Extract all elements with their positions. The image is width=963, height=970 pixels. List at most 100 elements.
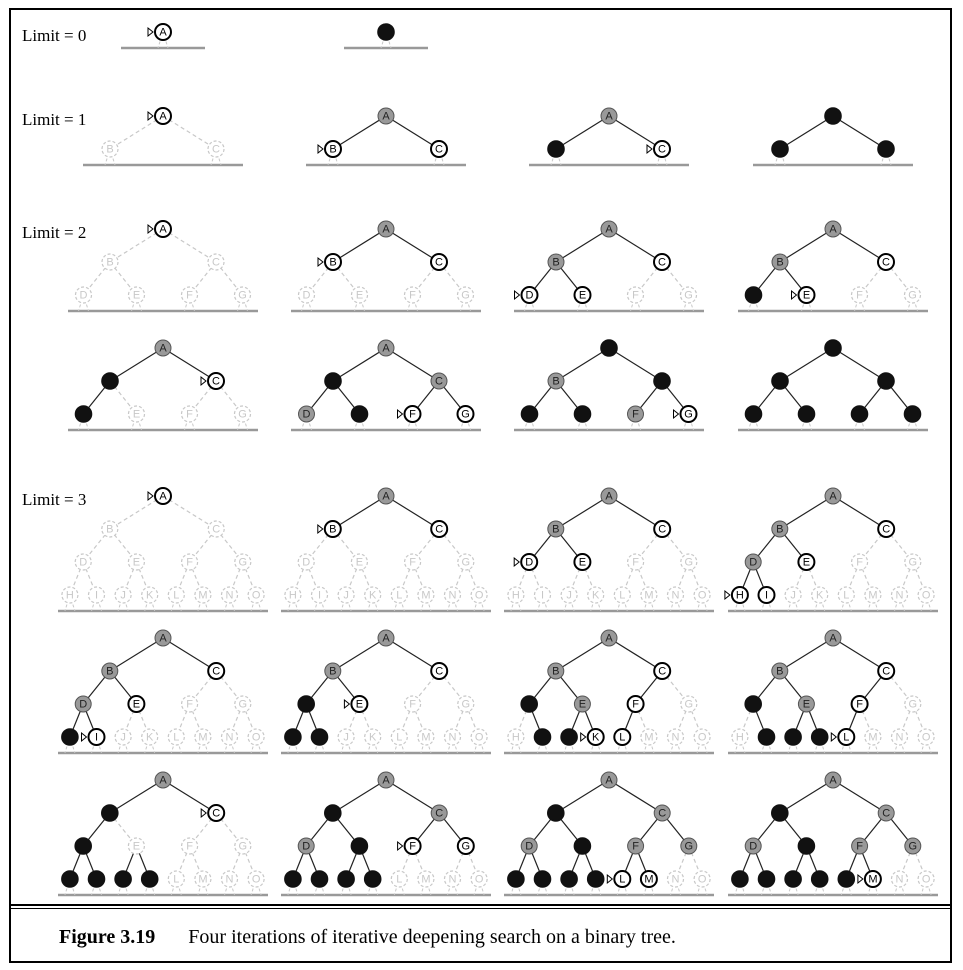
- tree-edge: [555, 637, 610, 672]
- tree-node-N: [890, 586, 909, 604]
- tree-node-label-B: B: [329, 257, 336, 269]
- tree-node-label-B: B: [552, 257, 559, 269]
- tree-node-A: [600, 107, 618, 125]
- tree-node-N: [890, 728, 909, 746]
- tree-node-label-N: N: [226, 590, 234, 602]
- tree-node-label-L: L: [619, 732, 625, 744]
- tree-node-O: [470, 870, 488, 888]
- tree-node-F: [180, 286, 199, 304]
- next-expand-arrow-icon: [147, 223, 154, 235]
- next-expand-arrow-icon: [200, 375, 207, 387]
- tree-node-D: [744, 837, 762, 855]
- tree-edge: [779, 228, 834, 263]
- tree-node-G: [456, 837, 475, 855]
- tree-node-label-O: O: [698, 732, 707, 744]
- tree-node-label-A: A: [382, 224, 390, 236]
- tree-node-label-E: E: [579, 699, 586, 711]
- tree-node-label-G: G: [238, 409, 247, 421]
- tree-node-label-M: M: [868, 590, 877, 602]
- tree-node-N: [443, 870, 462, 888]
- tree-node-J: [114, 870, 132, 888]
- tree-node-E: [127, 286, 146, 304]
- tree-node-L: [167, 728, 185, 746]
- tree-node-L: [390, 586, 408, 604]
- tree-node-F: [403, 405, 422, 423]
- tree-node-A: [377, 629, 395, 647]
- tree-node-label-C: C: [212, 144, 220, 156]
- tree-node-label-J: J: [343, 590, 349, 602]
- tree-node-E: [127, 553, 145, 571]
- tree-node-C: [877, 140, 895, 158]
- tree-node-C: [430, 662, 449, 680]
- tree-node-label-N: N: [672, 732, 680, 744]
- tree-node-label-J: J: [120, 732, 126, 744]
- tree-node-K: [586, 870, 605, 888]
- tree-node-B: [547, 140, 565, 158]
- tree-node-C: [877, 804, 895, 822]
- tree-node-label-E: E: [133, 557, 140, 569]
- tree-edge: [608, 637, 663, 672]
- tree-node-C: [207, 253, 225, 271]
- tree-node-label-A: A: [605, 633, 613, 645]
- tree-node-label-M: M: [421, 732, 430, 744]
- tree-node-label-A: A: [382, 111, 390, 123]
- tree-node-label-L: L: [619, 590, 625, 602]
- tree-node-label-L: L: [619, 874, 625, 886]
- tree-node-K: [811, 586, 829, 604]
- tree-node-label-H: H: [289, 590, 297, 602]
- tree-node-J: [114, 586, 132, 604]
- tree-node-label-G: G: [239, 699, 248, 711]
- tree-node-label-B: B: [552, 376, 559, 388]
- tree-node-B: [323, 520, 342, 538]
- tree-node-G: [680, 837, 698, 855]
- tree-node-C: [653, 662, 672, 680]
- tree-node-label-C: C: [212, 524, 220, 536]
- tree-node-C: [430, 253, 448, 271]
- tree-node-label-L: L: [173, 874, 179, 886]
- tree-node-G: [680, 553, 698, 571]
- tree-node-label-O: O: [922, 590, 931, 602]
- tree-node-B: [101, 804, 119, 822]
- tree-edge: [555, 779, 610, 814]
- tree-node-label-E: E: [356, 290, 363, 302]
- tree-node-label-C: C: [212, 257, 220, 269]
- tree-node-label-O: O: [252, 732, 261, 744]
- tree-node-G: [457, 695, 475, 713]
- next-expand-arrow-icon: [147, 110, 154, 122]
- tree-node-label-B: B: [776, 524, 783, 536]
- tree-node-H: [284, 870, 302, 888]
- tree-node-F: [850, 286, 869, 304]
- tree-node-M: [417, 870, 435, 888]
- tree-snapshot-2: [344, 23, 428, 50]
- tree-edge: [608, 779, 663, 814]
- tree-edge: [608, 495, 663, 530]
- tree-node-G: [234, 553, 252, 571]
- next-expand-arrow-icon: [343, 698, 351, 710]
- tree-node-label-B: B: [106, 144, 113, 156]
- tree-node-I: [310, 586, 329, 604]
- tree-node-label-M: M: [198, 590, 207, 602]
- tree-node-label-A: A: [829, 491, 837, 503]
- tree-node-A: [824, 629, 842, 647]
- tree-node-E: [350, 286, 369, 304]
- tree-node-K: [810, 728, 829, 746]
- tree-node-J: [114, 728, 132, 746]
- tree-node-N: [443, 586, 462, 604]
- tree-node-M: [640, 586, 658, 604]
- tree-edge: [162, 115, 217, 150]
- tree-node-G: [680, 695, 698, 713]
- tree-node-label-N: N: [896, 732, 904, 744]
- tree-node-F: [404, 695, 422, 713]
- tree-node-label-O: O: [922, 732, 931, 744]
- tree-edge: [332, 228, 387, 263]
- tree-node-label-G: G: [239, 841, 248, 853]
- tree-edge: [832, 495, 887, 530]
- tree-node-label-D: D: [749, 557, 757, 569]
- tree-node-label-I: I: [541, 590, 544, 602]
